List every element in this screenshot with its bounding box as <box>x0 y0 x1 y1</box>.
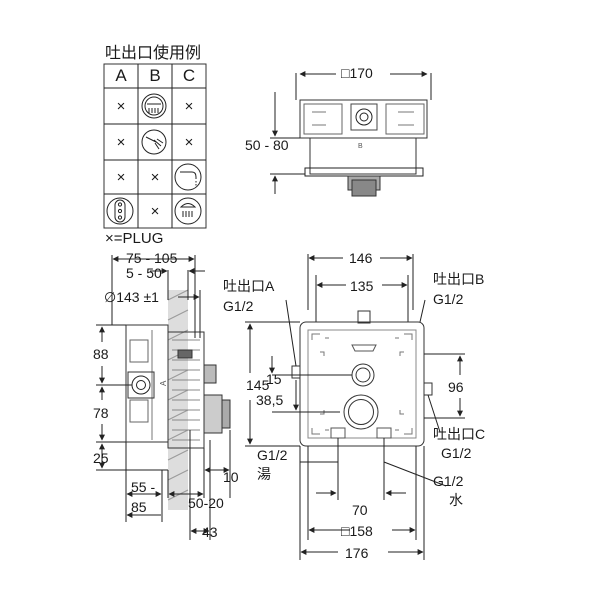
plug-mark: × <box>116 133 126 151</box>
dim-front-38-5: 38,5 <box>256 392 284 408</box>
plug-mark: × <box>150 202 160 220</box>
plug-mark: × <box>184 97 194 115</box>
dim-front-158: □158 <box>341 523 373 539</box>
dim-side-75-105: 75 - 105 <box>126 250 178 266</box>
dim-front-15: 15 <box>266 371 282 387</box>
plug-mark: × <box>116 168 126 186</box>
cold-inlet-thread: G1/2 <box>433 473 464 489</box>
dim-front-145: 145 <box>246 377 270 393</box>
svg-text:B: B <box>358 143 363 150</box>
dim-front-70: 70 <box>352 502 368 518</box>
outlet-c-thread: G1/2 <box>441 445 472 461</box>
hot-inlet-label: 湯 <box>257 466 271 482</box>
column-header-c: C <box>182 66 196 85</box>
dim-side-85: 85 <box>131 499 147 515</box>
overhead-shower-icon <box>174 197 202 225</box>
dim-side-25: 25 <box>93 450 109 466</box>
dim-front-96: 96 <box>448 379 464 395</box>
dim-front-146: 146 <box>349 250 373 266</box>
outlet-b-label: 吐出口B <box>433 271 485 287</box>
column-header-a: A <box>115 66 127 85</box>
front-view <box>245 254 465 560</box>
dim-side-55: 55 - <box>131 479 156 495</box>
plug-mark: × <box>150 168 160 186</box>
outlet-b-thread: G1/2 <box>433 291 464 307</box>
dim-side-43: 43 <box>202 524 218 540</box>
outlet-a-label: 吐出口A <box>223 278 275 294</box>
cold-inlet-label: 水 <box>449 492 463 508</box>
table-title: 吐出口使用例 <box>105 45 202 62</box>
plug-legend: ×=PLUG <box>105 230 164 247</box>
dim-side-diameter: ∅143 ±1 <box>104 289 159 305</box>
outlet-c-label: 吐出口C <box>433 426 486 442</box>
svg-text:A: A <box>159 380 168 386</box>
dim-side-88: 88 <box>93 346 109 362</box>
hot-inlet-thread: G1/2 <box>257 447 288 463</box>
dim-front-176: 176 <box>345 545 369 561</box>
dim-side-10: 10 <box>223 469 239 485</box>
bathtub-spout-icon <box>174 163 202 191</box>
dim-side-78: 78 <box>93 405 109 421</box>
smartcontrol-button-icon <box>106 197 134 225</box>
side-view: A <box>96 255 231 540</box>
outlet-table-grid <box>103 63 207 229</box>
dim-top-depth: 50 - 80 <box>245 137 289 153</box>
plug-mark: × <box>116 97 126 115</box>
rain-shower-icon <box>141 93 167 119</box>
hand-shower-icon <box>141 129 167 155</box>
column-header-b: B <box>149 66 161 85</box>
plug-mark: × <box>184 133 194 151</box>
dim-front-135: 135 <box>350 278 374 294</box>
outlet-a-thread: G1/2 <box>223 298 254 314</box>
dim-side-50-20: 50-20 <box>188 495 224 511</box>
dim-top-width: □170 <box>341 65 373 81</box>
dim-side-5-50: 5 - 50 <box>126 265 162 281</box>
top-view: B <box>270 71 432 197</box>
